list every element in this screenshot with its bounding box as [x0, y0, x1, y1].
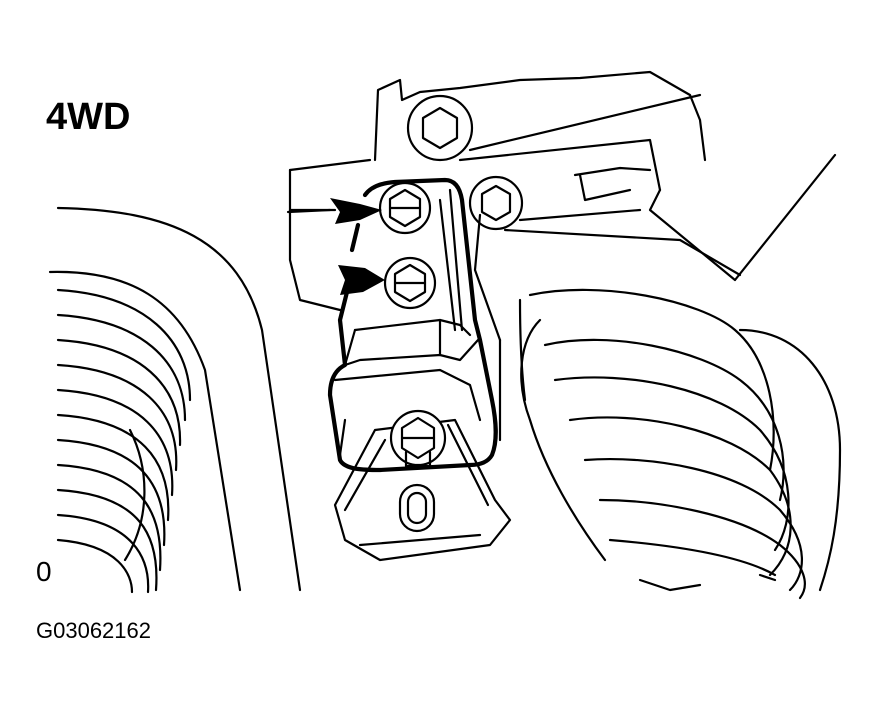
- lower-mount-bolt: [389, 409, 447, 468]
- side-bolt: [468, 175, 524, 231]
- bracket-highlight: [327, 177, 498, 473]
- driveshaft-boot-right: [520, 288, 842, 600]
- steering-boot-left: [48, 206, 302, 594]
- corner-mark: 0: [36, 556, 52, 587]
- arrow-right-icon: [338, 265, 385, 295]
- middle-bracket-bolt: [383, 256, 437, 310]
- figure-code: G03062162: [36, 618, 151, 643]
- upper-bracket-bolt: [378, 181, 432, 235]
- figure-title: 4WD: [46, 96, 131, 138]
- housing-casting: [288, 70, 837, 442]
- arrow-right-icon: [286, 198, 382, 224]
- top-bolt: [406, 94, 474, 162]
